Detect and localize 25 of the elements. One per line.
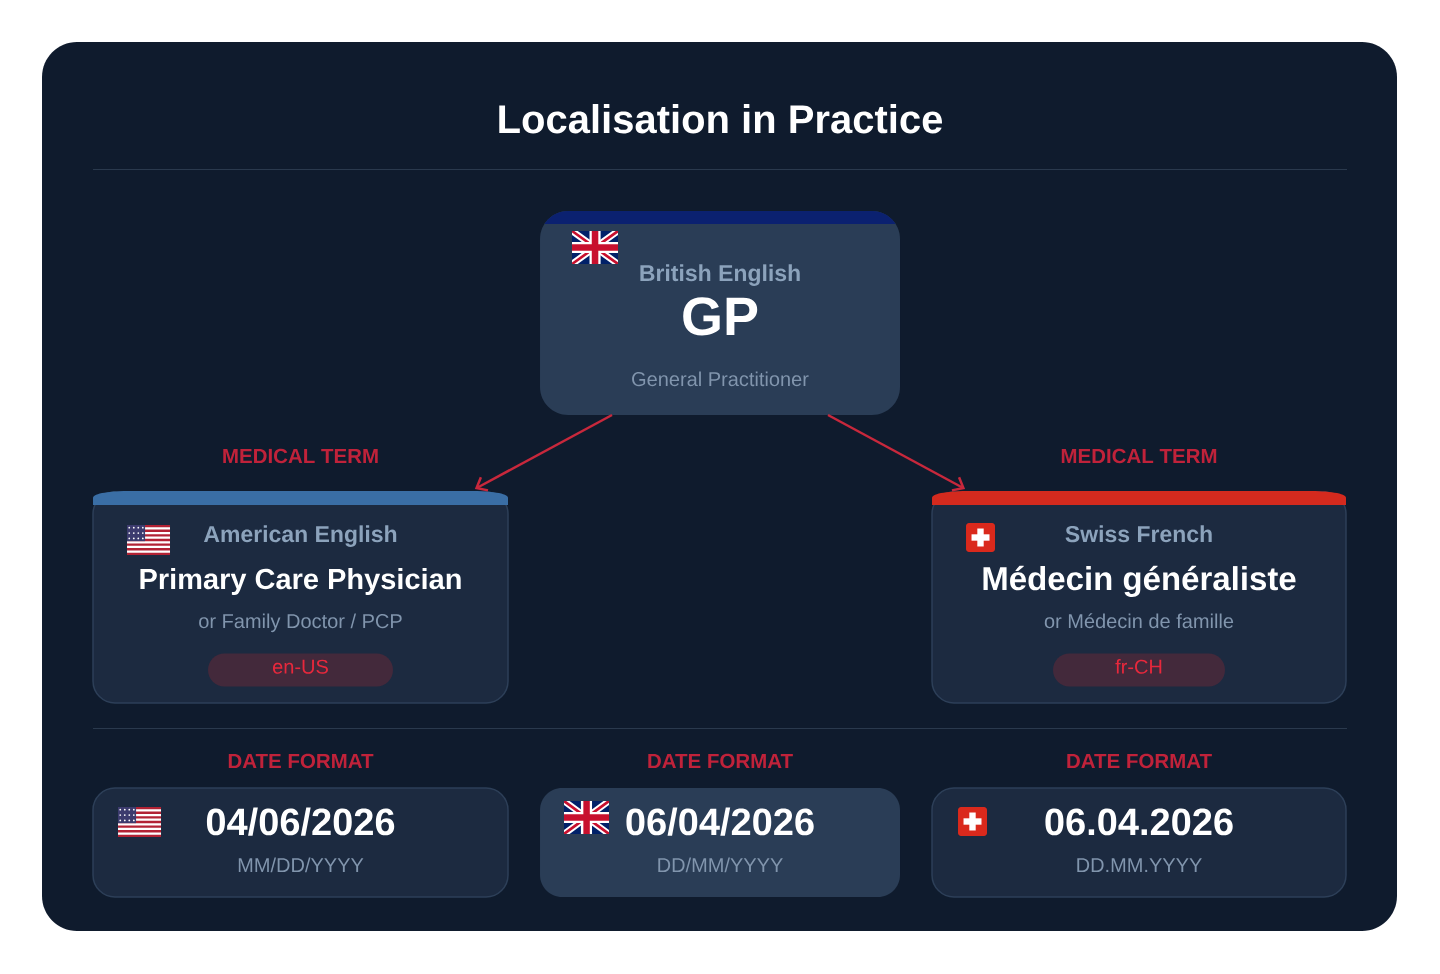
locale-pill: fr-CH [1053, 653, 1225, 687]
format-text: DD.MM.YYYY [1077, 858, 1202, 872]
term-text: Primary Care Physician [140, 568, 461, 595]
date-text: 06/04/2026 [626, 807, 814, 836]
language-label: Swiss French [1065, 525, 1212, 543]
section-label: DATE FORMAT [228, 753, 374, 769]
section-label: MEDICAL TERM [1061, 448, 1217, 464]
section-label: DATE FORMAT [1067, 753, 1212, 769]
format-text: MM/DD/YYYY [238, 857, 364, 873]
arrow [827, 413, 966, 492]
language-label: British English [640, 264, 800, 286]
title: Localisation in Practice [499, 104, 943, 134]
format-text: DD/MM/YYYY [658, 857, 783, 873]
alt-term-text: or Family Doctor / PCP [199, 613, 402, 633]
locale-pill: en-US [208, 653, 393, 687]
alt-term-text: or Médecin de famille [1044, 613, 1234, 629]
language-label: American English [203, 525, 397, 547]
term-text: Médecin généraliste [983, 565, 1296, 597]
section-label: MEDICAL TERM [223, 448, 378, 464]
term-text: GP [683, 297, 758, 336]
alt-term-text: General Practitioner [632, 371, 809, 387]
arrow [474, 413, 613, 492]
section-label: DATE FORMAT [648, 753, 793, 769]
date-text: 06.04.2026 [1045, 808, 1233, 836]
date-text: 04/06/2026 [206, 807, 395, 836]
